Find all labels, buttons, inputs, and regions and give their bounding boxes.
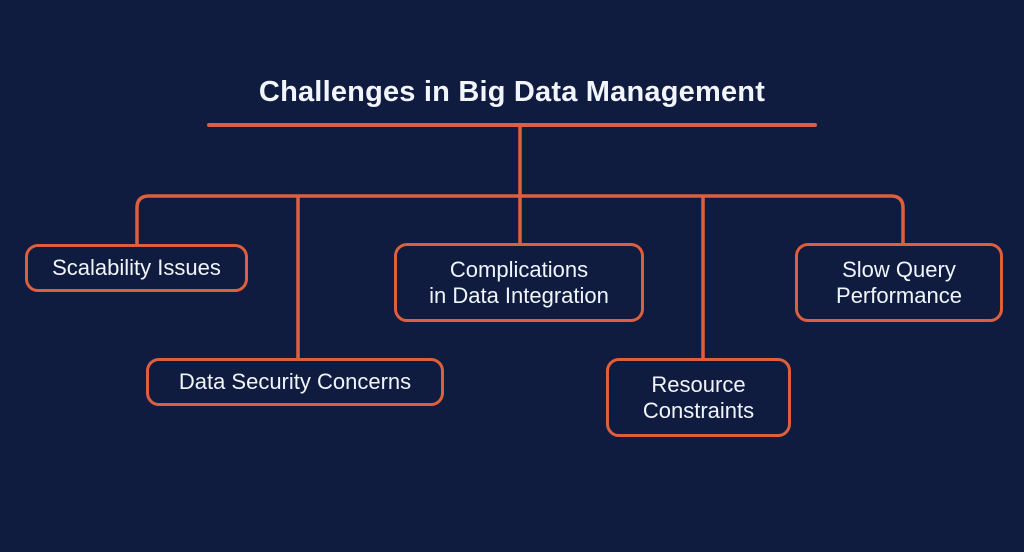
node-complications-in-data-integration[interactable]: Complications in Data Integration: [394, 243, 644, 322]
bus-path: [135, 194, 905, 244]
node-label: Scalability Issues: [52, 255, 221, 280]
node-label: Data Security Concerns: [178, 369, 412, 394]
node-resource-constraints[interactable]: Resource Constraints: [606, 358, 791, 437]
node-data-security-concerns[interactable]: Data Security Concerns: [146, 358, 444, 406]
page-title: Challenges in Big Data Management: [258, 76, 766, 108]
node-label: Slow Query Performance: [836, 256, 962, 308]
node-label: Resource Constraints: [642, 371, 755, 423]
node-slow-query-performance[interactable]: Slow Query Performance: [795, 243, 1003, 322]
node-scalability-issues[interactable]: Scalability Issues: [25, 244, 248, 292]
node-label: Complications in Data Integration: [429, 256, 609, 308]
